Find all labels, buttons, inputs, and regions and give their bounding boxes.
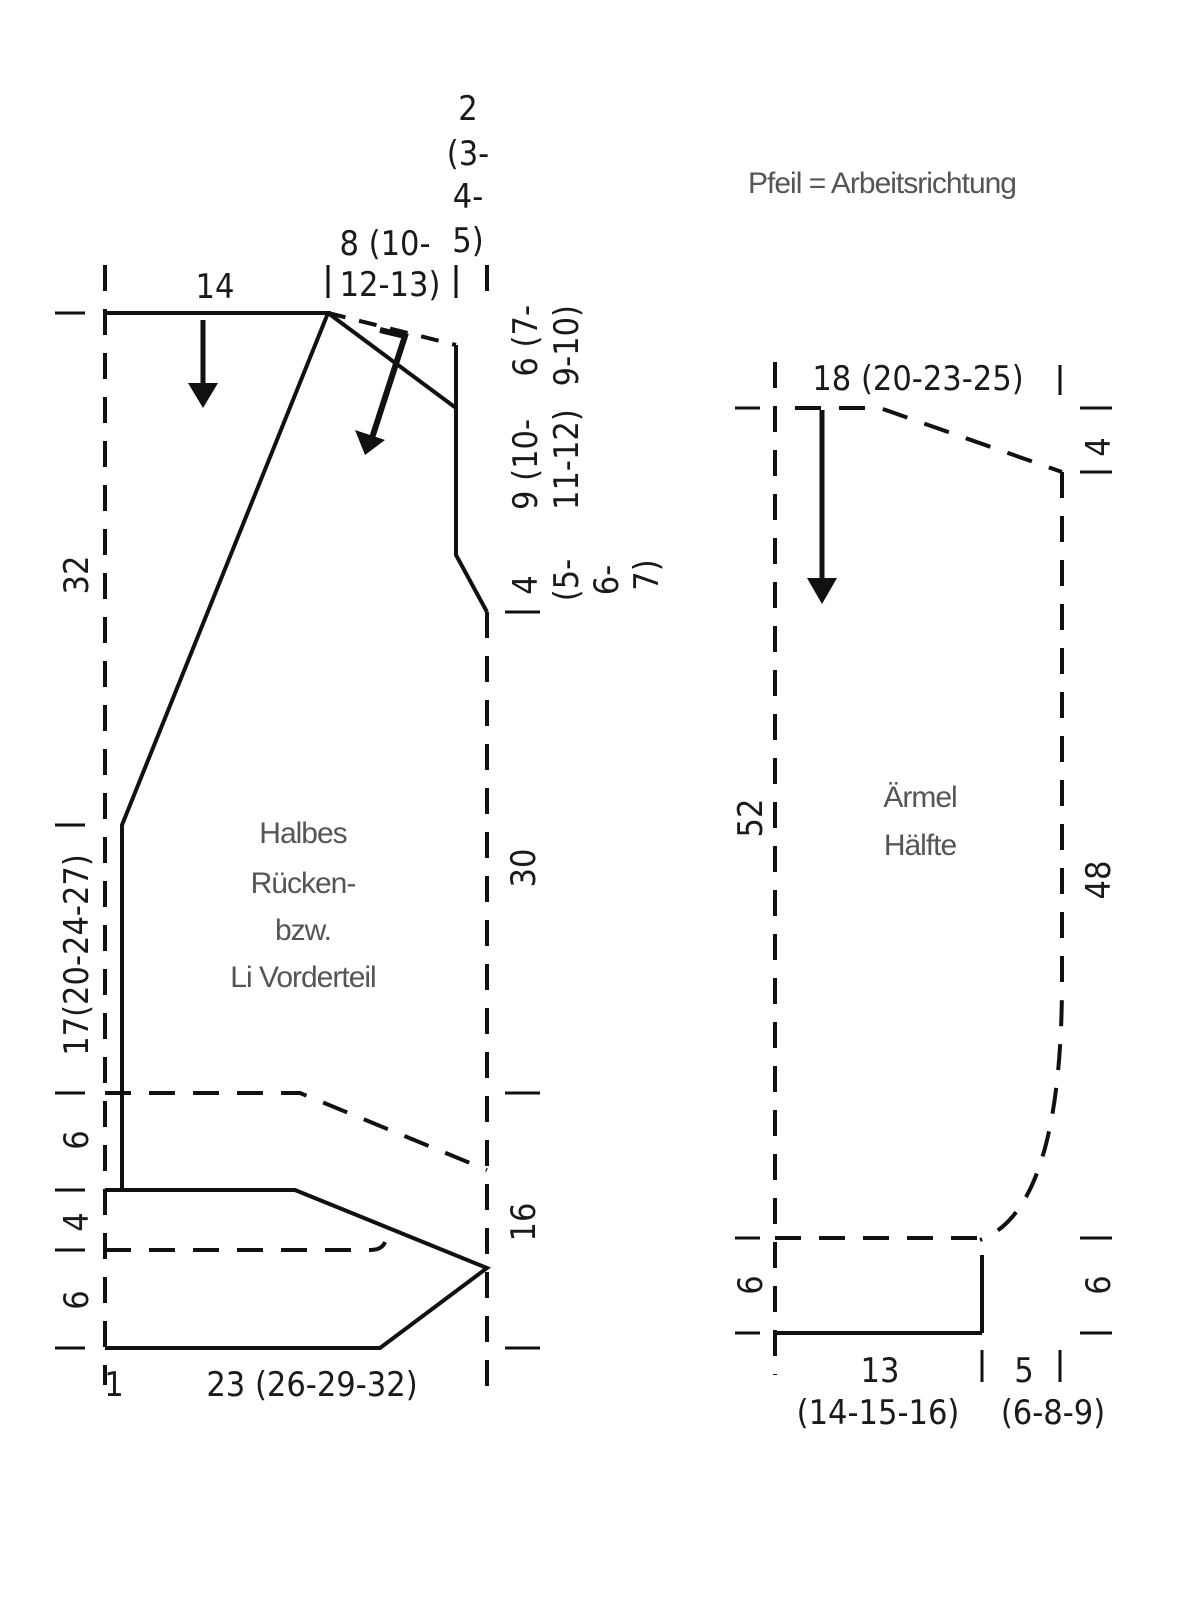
front-height-label: 30	[504, 849, 544, 888]
front-step-label-1: 4	[506, 575, 546, 594]
front-step-label-2: (5-	[547, 559, 587, 601]
shoulder-width-label: 14	[196, 267, 235, 307]
sleeve-extra-1: 5	[1014, 1351, 1033, 1391]
hem-dash-lower	[105, 1241, 387, 1252]
neck-depth-label-1: 9 (10-	[506, 419, 546, 510]
body-title-4: Li Vorderteil	[230, 961, 375, 994]
neck-offset-label-1: 2	[458, 89, 477, 129]
sleeve-title-1: Ärmel	[883, 781, 956, 814]
neck-offset-label-2: (3-	[447, 134, 489, 174]
front-neck-edge	[454, 345, 489, 613]
arrow-diagonal-icon	[355, 327, 409, 455]
hem-outline	[105, 1188, 492, 1350]
neck-dash	[327, 311, 457, 347]
shoulder-slope-label-2: 9-10)	[547, 305, 587, 386]
cuff-right-label: 6	[1079, 1275, 1119, 1294]
front-step-label-3: 6-	[587, 565, 627, 596]
sleeve-extra-2: (6-8-9)	[1001, 1393, 1105, 1433]
body-title-2: Rücken-	[251, 867, 356, 900]
sleeve-ticks	[735, 365, 1112, 1382]
neck-offset-label-4: 5)	[452, 221, 483, 261]
sleeve-title-2: Hälfte	[884, 829, 957, 862]
arrow-down-icon	[807, 410, 837, 604]
cuff-left-label: 6	[731, 1275, 771, 1294]
side-6a-label: 6	[57, 1130, 97, 1149]
neck-offset-label-3: 4-	[453, 177, 484, 217]
sleeve-bottom-width-1: 13	[861, 1351, 900, 1391]
neck-width-label-2: 12-13)	[340, 265, 441, 305]
armhole-height-label: 32	[57, 556, 97, 595]
sleeve-top-width-label: 18 (20-23-25)	[812, 359, 1023, 399]
body-piece: 14 8 (10- 12-13) 2 (3- 4- 5) 32 17(20-24…	[55, 89, 667, 1405]
bottom-width-label: 23 (26-29-32)	[206, 1365, 417, 1405]
sleeve-bottom-width-2: (14-15-16)	[797, 1393, 960, 1433]
side-4-label: 4	[57, 1212, 97, 1231]
neck-width-label-1: 8 (10-	[339, 224, 430, 264]
arrow-down-icon	[188, 320, 218, 408]
body-title-3: bzw.	[275, 914, 331, 947]
sleeve-top-edge	[795, 406, 1063, 474]
sleeve-length-left-label: 52	[731, 799, 771, 838]
sleeve-piece: 18 (20-23-25) 4 52 48 6 6 13 (14-15-16) …	[731, 359, 1119, 1433]
shoulder-slope-label-1: 6 (7-	[506, 305, 546, 377]
legend-arrow-direction: Pfeil = Arbeitsrichtung	[748, 167, 1016, 200]
front-step-label-4: 7)	[627, 559, 667, 590]
side-6b-label: 6	[57, 1290, 97, 1309]
sleeve-top-slope-label: 4	[1079, 437, 1119, 456]
side-upper-label: 17(20-24-27)	[57, 854, 97, 1056]
body-ticks	[55, 265, 540, 1350]
sleeve-length-right-label: 48	[1079, 861, 1119, 900]
body-title-1: Halbes	[259, 817, 346, 850]
neck-depth-label-2: 11-12)	[547, 409, 587, 510]
body-back-outline	[105, 311, 331, 1190]
neck-slope	[326, 311, 458, 410]
hem-small-label: 1	[104, 1365, 123, 1405]
hem-dash-upper	[105, 1091, 488, 1172]
front-lower-label: 16	[504, 1203, 544, 1242]
sleeve-side-edge	[979, 472, 1064, 1242]
